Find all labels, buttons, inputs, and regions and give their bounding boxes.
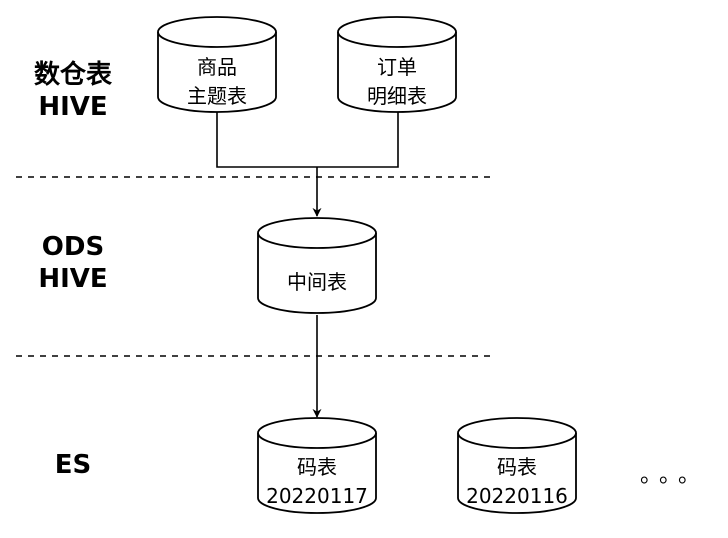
layer-label-warehouse: 数仓表 HIVE bbox=[8, 59, 138, 123]
node-label-line: 20220116 bbox=[466, 484, 568, 508]
layer-label-line: HIVE bbox=[38, 264, 108, 294]
more-tables-ellipsis: 。。。 bbox=[640, 463, 709, 488]
node-label-code-0117: 码表 20220117 bbox=[258, 453, 376, 511]
cylinder-order bbox=[337, 16, 457, 113]
node-label-line: 订单 bbox=[377, 55, 417, 79]
node-label-order: 订单 明细表 bbox=[338, 53, 456, 111]
node-label-middle: 中间表 bbox=[258, 268, 376, 297]
layer-label-line: ES bbox=[54, 450, 92, 480]
layer-label-line: HIVE bbox=[38, 92, 108, 122]
node-label-line: 商品 bbox=[197, 55, 237, 79]
layer-label-ods: ODS HIVE bbox=[8, 231, 138, 295]
layer-label-line: 数仓表 bbox=[33, 60, 112, 90]
edge-order-to-middle bbox=[317, 112, 399, 168]
node-label-line: 码表 bbox=[297, 455, 337, 479]
cylinder-code-0116 bbox=[457, 417, 577, 514]
cylinder-code-0117 bbox=[257, 417, 377, 514]
node-label-line: 中间表 bbox=[287, 270, 347, 294]
node-label-product: 商品 主题表 bbox=[158, 53, 276, 111]
node-label-line: 20220117 bbox=[266, 484, 368, 508]
node-label-code-0116: 码表 20220116 bbox=[458, 453, 576, 511]
cylinder-product bbox=[157, 16, 277, 113]
layer-label-line: ODS bbox=[41, 232, 105, 262]
layer-label-es: ES bbox=[8, 449, 138, 481]
node-label-line: 明细表 bbox=[367, 84, 427, 108]
node-label-line: 主题表 bbox=[187, 84, 247, 108]
cylinder-middle bbox=[257, 217, 377, 314]
node-label-line: 码表 bbox=[497, 455, 537, 479]
edge-product-to-middle bbox=[216, 112, 317, 168]
